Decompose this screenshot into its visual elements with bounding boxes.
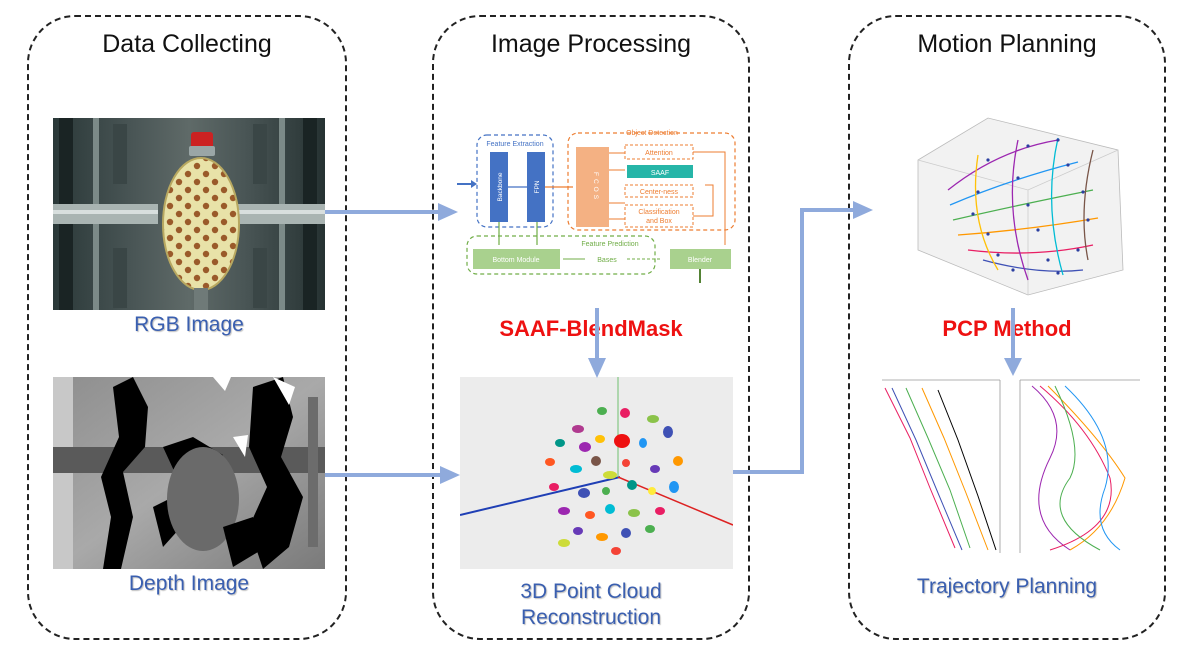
- bases-label: Bases: [597, 257, 617, 264]
- feature-extraction-group: [476, 134, 554, 228]
- point-cloud-clusters: [545, 407, 683, 555]
- object-detection-label: Object Detection: [626, 130, 678, 137]
- cloud-to-motion-arrow: [733, 208, 855, 474]
- bottom-module-label: Bottom Module: [492, 257, 539, 264]
- classification-label-1: Classification: [638, 209, 679, 216]
- point-cloud-caption-line2: Reconstruction: [520, 606, 662, 629]
- data-collecting-title: Data Collecting: [102, 30, 272, 58]
- fcos-label: FCOS: [592, 172, 599, 202]
- feature-prediction-label: Feature Prediction: [581, 241, 638, 248]
- blender-label: Blender: [688, 257, 713, 264]
- object-detection-group: [567, 132, 736, 231]
- point-cloud-caption-line1: 3D Point Cloud: [520, 580, 662, 603]
- data-collecting-panel: [27, 15, 347, 640]
- centerness-label: Center-ness: [640, 189, 679, 196]
- fpn-label: FPN: [534, 180, 541, 193]
- saaf-label: SAAF: [651, 170, 669, 177]
- feature-prediction-group: [466, 235, 656, 275]
- feature-extraction-label: Feature Extraction: [486, 141, 543, 148]
- attention-label: Attention: [645, 150, 673, 157]
- depth-image: [53, 377, 325, 569]
- saaf-block: [627, 165, 693, 178]
- rgb-image-caption: RGB Image: [134, 313, 244, 336]
- fpn-block: [527, 152, 545, 222]
- bottom-module-block: [473, 249, 560, 269]
- pcp-method-label: PCP Method: [942, 316, 1072, 341]
- point-cloud-image: [460, 377, 733, 569]
- saaf-blendmask-label: SAAF-BlendMask: [499, 316, 683, 341]
- depth-image-caption: Depth Image: [128, 572, 250, 595]
- image-processing-title: Image Processing: [490, 30, 692, 58]
- blender-block: [670, 249, 731, 269]
- pcp-3d-plot: [878, 110, 1150, 305]
- backbone-block: [490, 152, 508, 222]
- trajectory-planning-caption: Trajectory Planning: [916, 575, 1098, 598]
- motion-planning-title: Motion Planning: [917, 30, 1097, 58]
- fcos-block: [576, 147, 609, 227]
- backbone-label: Backbone: [497, 172, 504, 201]
- classification-label-2: and Box: [646, 218, 672, 225]
- rgb-image: [53, 118, 325, 310]
- saaf-blendmask-network-diagram: Feature Extraction Backbone FPN Object D…: [455, 125, 745, 290]
- trajectory-plots: [870, 378, 1142, 564]
